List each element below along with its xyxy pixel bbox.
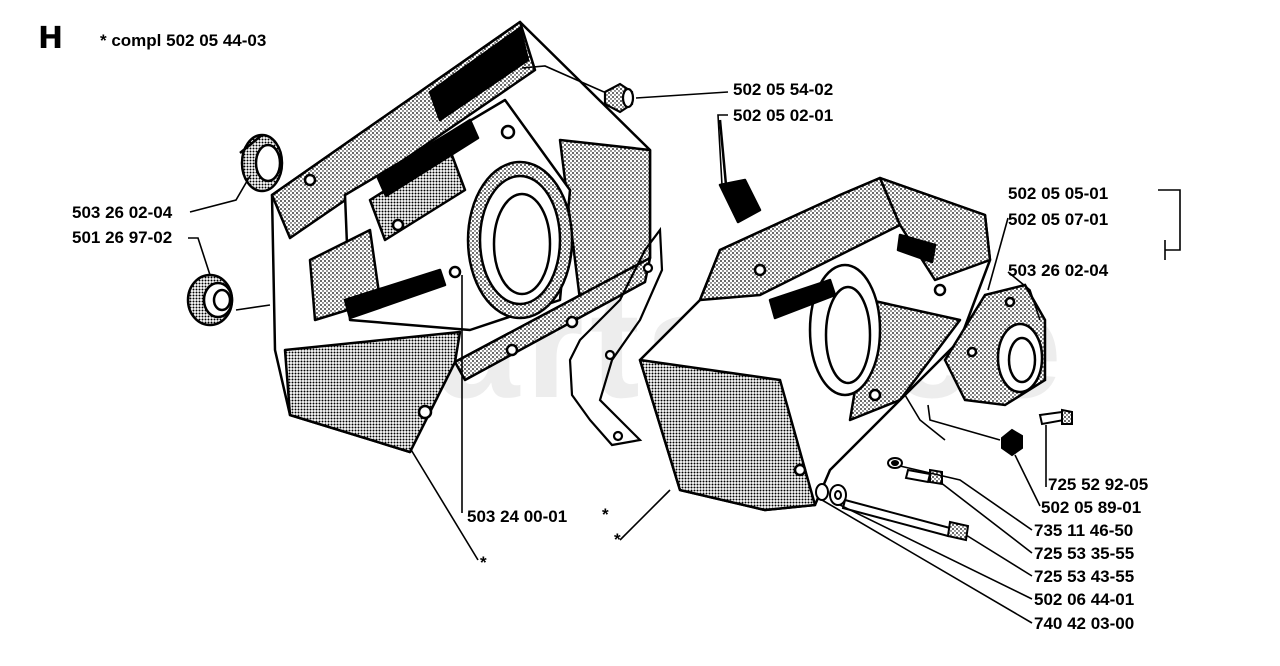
part-label-740-42-03-00: 740 42 03-00 bbox=[1034, 614, 1135, 633]
part-label-725-53-43-55: 725 53 43-55 bbox=[1034, 567, 1135, 586]
header-note: * compl 502 05 44-03 bbox=[100, 31, 267, 50]
part-label-502-05-54-02: 502 05 54-02 bbox=[733, 80, 834, 99]
part-label-735-11-46-50: 735 11 46-50 bbox=[1034, 521, 1134, 540]
part-label-503-26-02-04-left: 503 26 02-04 bbox=[72, 203, 173, 222]
leader-lines bbox=[188, 65, 1181, 624]
left-crankcase-half bbox=[270, 20, 652, 454]
part-label-501-26-97-02: 501 26 97-02 bbox=[72, 228, 173, 247]
asterisk-left-case: * bbox=[480, 553, 487, 572]
screw-short bbox=[1038, 408, 1073, 426]
part-label-725-52-92-05: 725 52 92-05 bbox=[1048, 475, 1149, 494]
right-crankcase-half bbox=[638, 119, 992, 512]
seal-ring-upper bbox=[239, 133, 284, 193]
part-label-725-53-35-55: 725 53 35-55 bbox=[1034, 544, 1135, 563]
part-label-502-05-02-01: 502 05 02-01 bbox=[733, 106, 834, 125]
section-letter: H bbox=[38, 21, 64, 56]
bearing-housing bbox=[943, 283, 1047, 407]
plug-part bbox=[603, 82, 635, 114]
asterisk-gasket: * bbox=[614, 530, 621, 549]
part-label-502-05-07-01: 502 05 07-01 bbox=[1008, 210, 1109, 229]
bearing-lower bbox=[186, 273, 234, 327]
washer-small bbox=[887, 457, 903, 469]
nut-part bbox=[1001, 428, 1023, 457]
part-label-502-05-89-01: 502 05 89-01 bbox=[1041, 498, 1142, 517]
part-label-503-24-00-01: 503 24 00-01 bbox=[467, 507, 568, 526]
part-label-503-26-02-04-right: 503 26 02-04 bbox=[1008, 261, 1109, 280]
crankcase-gasket bbox=[568, 226, 664, 447]
washer-pair bbox=[815, 483, 847, 506]
screw-long bbox=[841, 498, 970, 542]
part-label-502-05-05-01: 502 05 05-01 bbox=[1008, 184, 1109, 203]
part-label-502-06-44-01: 502 06 44-01 bbox=[1034, 590, 1135, 609]
asterisk-gasket-note: * bbox=[602, 505, 609, 524]
